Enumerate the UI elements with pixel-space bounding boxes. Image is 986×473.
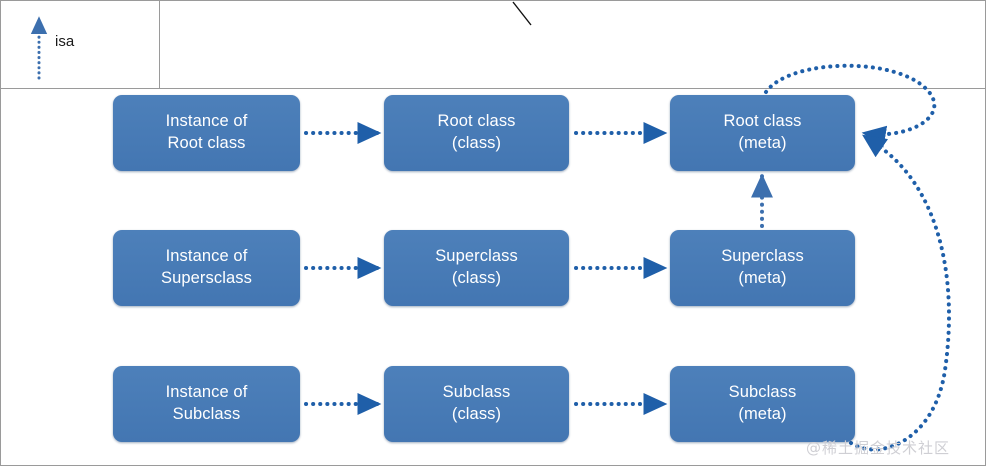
node-line-1: Root class <box>437 112 516 131</box>
node-line-2: Supersclass <box>161 269 252 287</box>
node-line-2: (meta) <box>738 134 787 152</box>
node-line-2: (meta) <box>738 269 787 287</box>
node-line-1: Instance of <box>165 383 248 402</box>
node-line-1: Subclass <box>728 383 797 402</box>
frame-line-legend-right <box>159 0 160 89</box>
node-line-2: Subclass <box>172 405 241 423</box>
node-instance-of-supersclass[interactable]: Instance of Supersclass <box>113 230 300 306</box>
watermark-text: @稀土掘金技术社区 <box>806 439 951 457</box>
frame-line-left <box>0 0 1 466</box>
node-root-class-meta[interactable]: Root class (meta) <box>670 95 855 171</box>
node-subclass-meta[interactable]: Subclass (meta) <box>670 366 855 442</box>
frame-line-top <box>0 0 986 1</box>
node-line-2: (class) <box>451 269 502 287</box>
node-line-2: (meta) <box>738 405 787 423</box>
node-root-class[interactable]: Root class (class) <box>384 95 569 171</box>
node-line-2: (class) <box>451 134 502 152</box>
node-line-1: Superclass <box>721 247 804 266</box>
isa-subclass-meta-to-root-meta <box>849 134 951 452</box>
node-line-2: (class) <box>451 405 502 423</box>
node-subclass-class[interactable]: Subclass (class) <box>384 366 569 442</box>
legend-isa-label: isa <box>55 33 75 50</box>
node-instance-of-subclass[interactable]: Instance of Subclass <box>113 366 300 442</box>
pointer-mark <box>512 1 532 26</box>
node-superclass-class[interactable]: Superclass (class) <box>384 230 569 306</box>
node-line-1: Superclass <box>435 247 518 266</box>
node-line-1: Root class <box>723 112 802 131</box>
node-line-1: Instance of <box>165 247 248 266</box>
node-line-1: Instance of <box>165 112 248 131</box>
node-line-1: Subclass <box>442 383 511 402</box>
frame-line-bottom <box>0 465 986 466</box>
node-superclass-meta[interactable]: Superclass (meta) <box>670 230 855 306</box>
frame-line-legend-bottom <box>0 88 160 89</box>
node-instance-of-root-class[interactable]: Instance of Root class <box>113 95 300 171</box>
node-line-2: Root class <box>167 134 246 152</box>
frame-line-slide-top <box>159 88 986 89</box>
